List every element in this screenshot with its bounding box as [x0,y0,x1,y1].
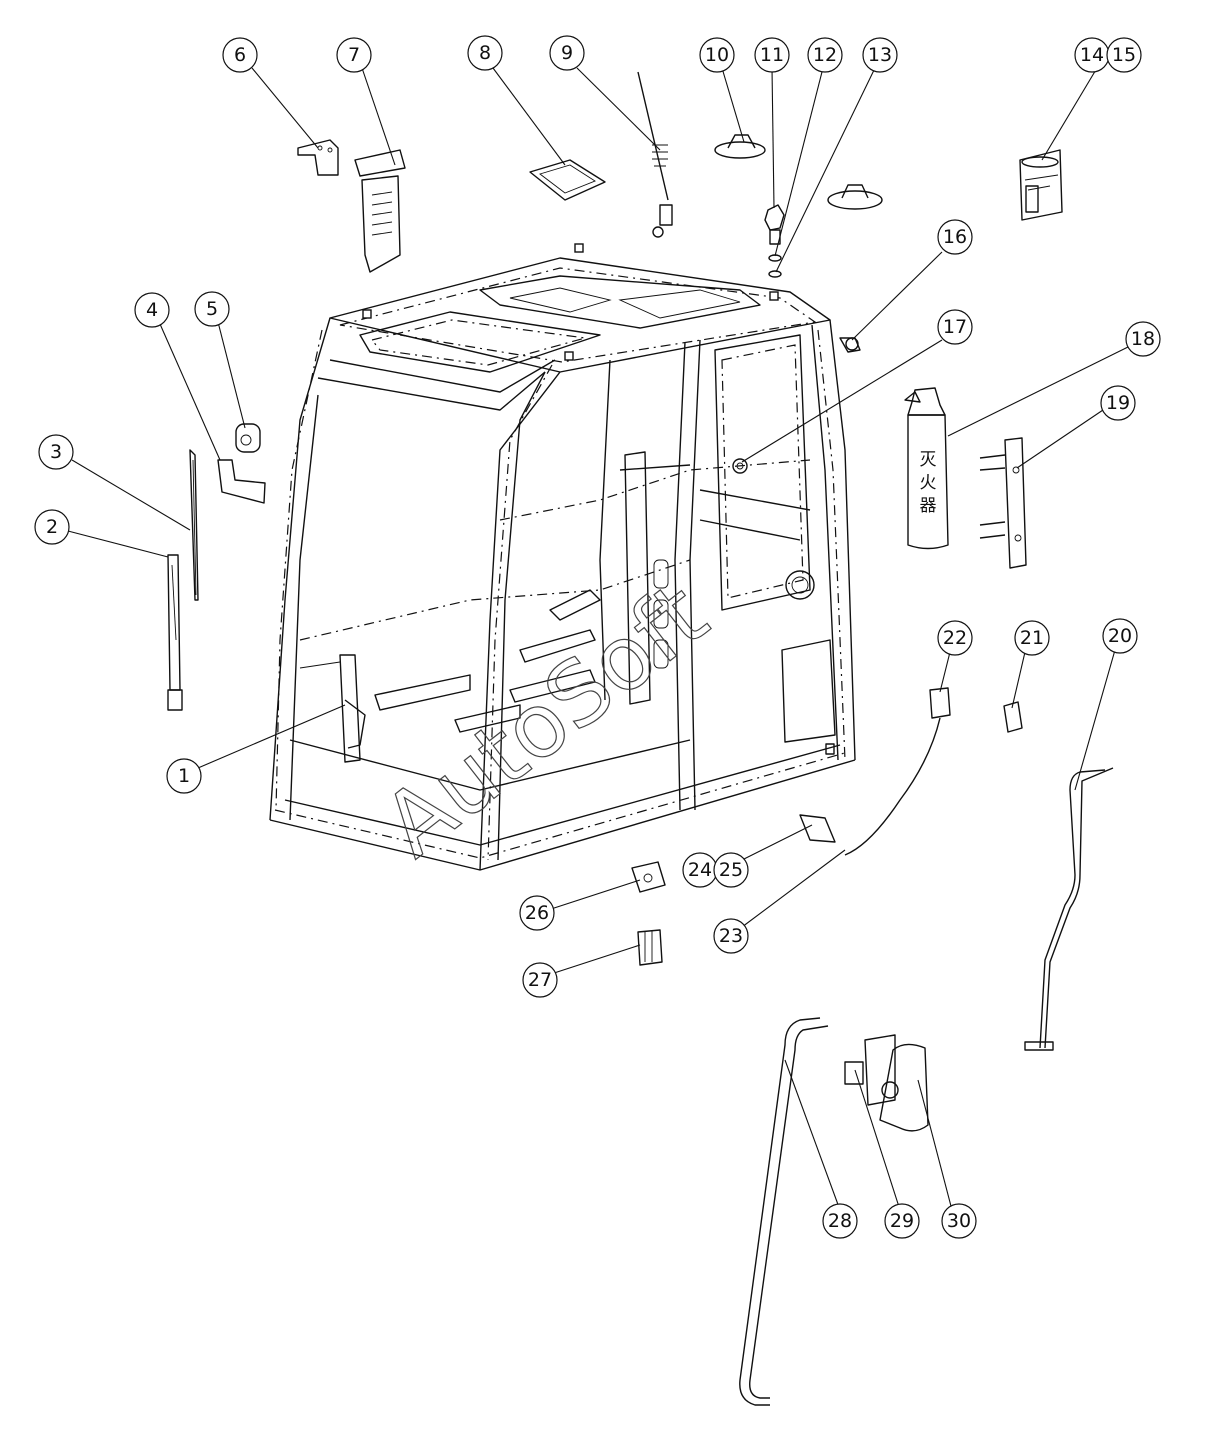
callout-11: 11 [754,37,790,73]
antenna-part [637,71,673,238]
callout-28-label: 28 [828,1210,852,1232]
callout-9-label: 9 [561,42,573,64]
callout-26: 26 [519,895,555,931]
callout-29-label: 29 [890,1210,914,1232]
callout-8: 8 [467,35,503,71]
callout-29: 29 [884,1203,920,1239]
callout-28: 28 [822,1203,858,1239]
callout-12-label: 12 [813,44,837,66]
grommet-part [732,458,748,474]
callout-8-label: 8 [479,42,491,64]
speaker-part [714,134,883,210]
callout-4: 4 [134,292,170,328]
callout-15-label: 15 [1112,44,1136,66]
callout-17: 17 [937,309,973,345]
wiper-motor-part [299,654,366,763]
callout-16: 16 [937,219,973,255]
callout-14: 14 [1074,37,1110,73]
callout-20: 20 [1102,618,1138,654]
callout-6-label: 6 [234,44,246,66]
callout-4-label: 4 [146,299,158,321]
callout-16-label: 16 [943,226,967,248]
callout-25-label: 25 [719,859,743,881]
callout-9: 9 [549,35,585,71]
latch-part [631,861,666,893]
callout-1: 1 [166,758,202,794]
callout-13: 13 [862,37,898,73]
callout-17-label: 17 [943,316,967,338]
callout-12: 12 [807,37,843,73]
callout-19: 19 [1100,385,1136,421]
callout-2-label: 2 [46,516,58,538]
bolt-part [764,204,785,245]
callout-14-label: 14 [1080,44,1104,66]
watermark: AutoSoft [364,562,726,877]
callout-15: 15 [1106,37,1142,73]
cab-frame [269,243,856,871]
callout-10-label: 10 [705,44,729,66]
callout-23: 23 [713,918,749,954]
handrail-right-part [1024,767,1114,1051]
extinguisher-char-2: 火 [920,473,937,493]
callout-24-label: 24 [688,859,712,881]
extinguisher-char-1: 灭 [920,450,937,470]
callout-25: 25 [713,852,749,888]
fire-extinguisher-part: 灭 火 器 [904,387,949,550]
callout-6: 6 [222,37,258,73]
callout-23-label: 23 [719,925,743,947]
clip-part [1003,701,1023,733]
callout-19-label: 19 [1106,392,1130,414]
callout-11-label: 11 [760,44,784,66]
callout-20-label: 20 [1108,625,1132,647]
callout-27-label: 27 [528,969,552,991]
dome-light-part [529,159,606,201]
callout-27: 27 [522,962,558,998]
handrail-left-part [739,1017,829,1406]
callout-30: 30 [941,1203,977,1239]
callout-18: 18 [1125,321,1161,357]
callout-2: 2 [34,509,70,545]
block-part [637,929,663,966]
callout-3-label: 3 [50,441,62,463]
callout-26-label: 26 [525,902,549,924]
callout-13-label: 13 [868,44,892,66]
extinguisher-char-3: 器 [920,496,937,516]
callout-10: 10 [699,37,735,73]
plate-part [235,423,261,453]
door-cable-part [799,687,951,856]
callout-7-label: 7 [348,44,360,66]
callout-30-label: 30 [947,1210,971,1232]
callout-7: 7 [336,37,372,73]
callout-5-label: 5 [206,298,218,320]
wiper-blade-part [189,449,199,601]
callout-21: 21 [1014,620,1050,656]
watermark-text: AutoSoft [365,563,726,877]
callout-22-label: 22 [943,627,967,649]
callout-3: 3 [38,434,74,470]
washer-tank-part [1019,149,1063,221]
emergency-hammer-part [354,149,406,273]
leader-lines [67,67,1129,1211]
callout-18-label: 18 [1131,328,1155,350]
bracket-part [217,459,266,504]
callout-22: 22 [937,620,973,656]
extinguisher-bracket-part [979,437,1027,569]
callout-21-label: 21 [1020,627,1044,649]
callout-24: 24 [682,852,718,888]
wiper-arm-part [167,554,183,711]
callout-1-label: 1 [178,765,190,787]
mirror-part [844,1034,929,1132]
callout-5: 5 [194,291,230,327]
hinge-bracket-part [297,139,339,176]
knob-part [839,337,861,353]
